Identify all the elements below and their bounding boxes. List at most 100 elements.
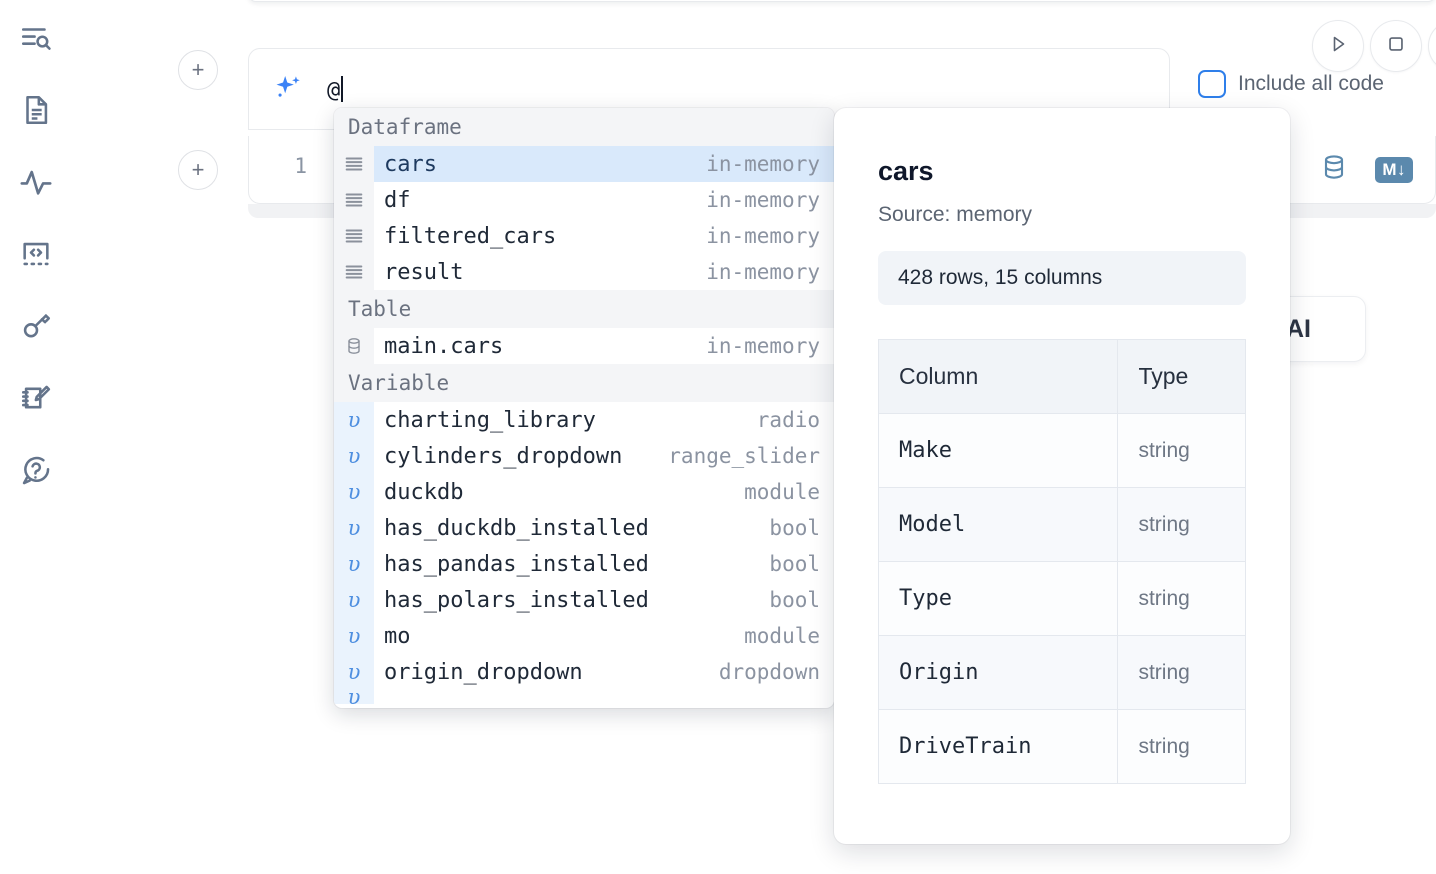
autocomplete-item-type: module bbox=[744, 624, 820, 648]
autocomplete-item-name: duckdb bbox=[384, 479, 464, 505]
autocomplete-item-name: df bbox=[384, 187, 411, 213]
variable-icon: υ bbox=[334, 582, 374, 618]
variable-icon: υ bbox=[334, 438, 374, 474]
autocomplete-item[interactable]: cars in-memory bbox=[334, 146, 834, 182]
variable-icon: υ bbox=[334, 618, 374, 654]
autocomplete-item-name: has_pandas_installed bbox=[384, 551, 649, 577]
schema-column-name: Model bbox=[877, 487, 1119, 562]
run-button[interactable] bbox=[1312, 20, 1364, 72]
cell-toolbar bbox=[1170, 20, 1436, 132]
square-icon bbox=[1385, 33, 1407, 60]
file-icon bbox=[19, 93, 53, 127]
help-icon bbox=[19, 453, 53, 487]
autocomplete-item-name: charting_library bbox=[384, 407, 596, 433]
autocomplete-item-type: bool bbox=[769, 552, 820, 576]
add-cell-button-bottom[interactable]: + bbox=[178, 150, 218, 190]
variable-icon: υ bbox=[334, 510, 374, 546]
include-all-code-label: Include all code bbox=[1238, 72, 1384, 95]
stop-button[interactable] bbox=[1370, 20, 1422, 72]
markdown-icon[interactable]: M↓ bbox=[1375, 156, 1413, 183]
more-button[interactable] bbox=[1428, 20, 1436, 72]
autocomplete-item-type: bool bbox=[769, 516, 820, 540]
ai-prompt-text: @ bbox=[327, 75, 344, 103]
schema-column-name: Type bbox=[877, 561, 1119, 636]
preview-title: cars bbox=[878, 156, 934, 186]
ai-prompt-value: @ bbox=[327, 77, 341, 103]
text-caret bbox=[341, 75, 344, 102]
sidebar-item-secrets[interactable] bbox=[12, 302, 60, 350]
column-header-type: Type bbox=[1117, 339, 1246, 414]
autocomplete-item-type: range_slider bbox=[668, 444, 820, 468]
autocomplete-item[interactable]: υ has_duckdb_installed bool bbox=[334, 510, 834, 546]
autocomplete-group-header: Dataframe bbox=[334, 108, 834, 146]
previous-cell-edge bbox=[248, 0, 1436, 2]
autocomplete-item-name: mo bbox=[384, 623, 411, 649]
notebook-pencil-icon bbox=[19, 381, 53, 415]
database-icon[interactable] bbox=[1319, 152, 1349, 187]
autocomplete-group-header: Table bbox=[334, 290, 834, 328]
autocomplete-item-type: radio bbox=[756, 408, 820, 432]
schema-column-type: string bbox=[1117, 487, 1246, 562]
dataframe-icon bbox=[334, 182, 374, 218]
dataframe-icon bbox=[334, 146, 374, 182]
sidebar-item-scratchpad[interactable] bbox=[12, 374, 60, 422]
sidebar-item-activity[interactable] bbox=[12, 158, 60, 206]
autocomplete-item-type: in-memory bbox=[706, 152, 820, 176]
autocomplete-item-name: has_duckdb_installed bbox=[384, 515, 649, 541]
autocomplete-item-clipped[interactable]: υ bbox=[334, 690, 834, 704]
dataframe-icon bbox=[334, 254, 374, 290]
sparkle-icon bbox=[271, 72, 305, 106]
sidebar-item-snippets[interactable] bbox=[12, 230, 60, 278]
code-brackets-icon bbox=[19, 237, 53, 271]
sidebar-item-explore[interactable] bbox=[12, 14, 60, 62]
autocomplete-item-type: bool bbox=[769, 588, 820, 612]
table-icon bbox=[334, 328, 374, 364]
autocomplete-item[interactable]: df in-memory bbox=[334, 182, 834, 218]
schema-column-type: string bbox=[1117, 413, 1246, 488]
add-cell-button-top[interactable]: + bbox=[178, 50, 218, 90]
sidebar-item-help[interactable] bbox=[12, 446, 60, 494]
autocomplete-item-type: dropdown bbox=[718, 660, 820, 684]
autocomplete-item[interactable]: υ cylinders_dropdown range_slider bbox=[334, 438, 834, 474]
autocomplete-item-type: in-memory bbox=[706, 188, 820, 212]
variable-icon: υ bbox=[334, 546, 374, 582]
autocomplete-item-type: in-memory bbox=[706, 224, 820, 248]
explore-icon bbox=[19, 21, 53, 55]
preview-shape-badge: 428 rows, 15 columns bbox=[878, 251, 1246, 305]
variable-icon: υ bbox=[334, 474, 374, 510]
ai-card-label: AI bbox=[1286, 314, 1311, 343]
sidebar-rail bbox=[0, 0, 72, 874]
autocomplete-item-name: cars bbox=[384, 151, 437, 177]
autocomplete-item-type: module bbox=[744, 480, 820, 504]
column-header-column: Column bbox=[877, 339, 1119, 414]
key-icon bbox=[19, 309, 53, 343]
activity-icon bbox=[19, 165, 53, 199]
cell-icon-group: M↓ bbox=[1319, 152, 1413, 187]
autocomplete-item-type: in-memory bbox=[706, 260, 820, 284]
autocomplete-item[interactable]: υ has_pandas_installed bool bbox=[334, 546, 834, 582]
autocomplete-item-name: cylinders_dropdown bbox=[384, 443, 623, 469]
autocomplete-item-type: in-memory bbox=[706, 334, 820, 358]
include-all-code-row[interactable]: Include all code bbox=[1198, 70, 1384, 98]
sidebar-item-file[interactable] bbox=[12, 86, 60, 134]
schema-column-type: string bbox=[1117, 561, 1246, 636]
dataframe-icon bbox=[334, 218, 374, 254]
autocomplete-item-name: origin_dropdown bbox=[384, 659, 583, 685]
schema-column-type: string bbox=[1117, 635, 1246, 710]
include-all-code-checkbox[interactable] bbox=[1198, 70, 1226, 98]
